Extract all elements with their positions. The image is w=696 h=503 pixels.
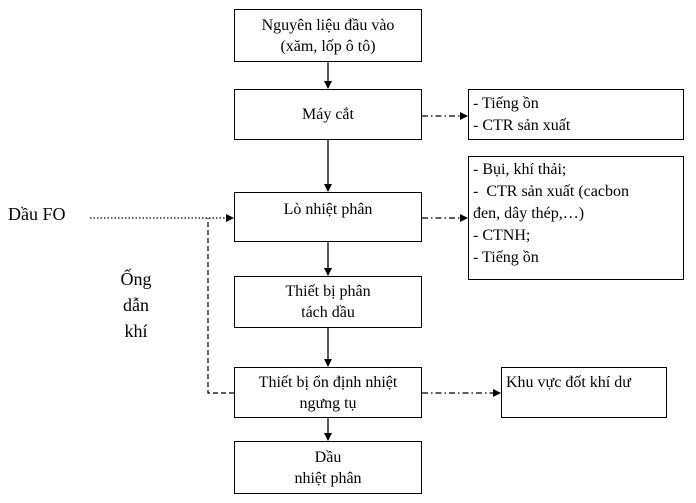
box-thermal-stabilizer: Thiết bị ổn định nhiệt ngưng tụ — [234, 367, 422, 418]
label-fuel-oil: Dầu FO — [8, 204, 66, 224]
cutter-waste-item: - Tiếng ồn — [473, 94, 539, 112]
box-stabilizer-line-1: Thiết bị ổn định nhiệt — [258, 373, 398, 391]
side-box-cutter-waste: - Tiếng ồn - CTR sản xuất — [468, 89, 684, 140]
box-pyrolysis-oil: Dầu nhiệt phân — [234, 441, 422, 494]
burn-area-label: Khu vực đốt khí dư — [506, 374, 631, 391]
gas-pipe-line-2: dẫn — [123, 295, 149, 315]
box-cutter: Máy cắt — [234, 89, 422, 140]
furnace-waste-item: đen, dây thép,…) — [473, 205, 585, 222]
box-cutter-label: Máy cắt — [302, 106, 354, 123]
gas-pipe-line — [207, 218, 234, 394]
furnace-waste-item: - CTNH; — [473, 227, 531, 244]
cutter-waste-item: - CTR sản xuất — [473, 116, 571, 134]
gas-pipe-line-1: Ống — [120, 269, 152, 289]
box-input-materials: Nguyên liệu đầu vào (xăm, lốp ô tô) — [234, 9, 422, 62]
furnace-waste-item: - Bụi, khí thải; — [473, 161, 567, 178]
furnace-waste-item: - Tiếng ồn — [473, 249, 539, 266]
box-furnace-label: Lò nhiệt phân — [283, 201, 373, 218]
gas-pipe-line-3: khí — [124, 321, 148, 341]
box-product-line-2: nhiệt phân — [294, 469, 362, 487]
side-box-furnace-waste: - Bụi, khí thải; - CTR sản xuất (cacbon … — [468, 156, 684, 280]
box-separator-line-1: Thiết bị phân — [285, 283, 371, 300]
label-gas-pipe: Ống dẫn khí — [112, 266, 160, 344]
box-stabilizer-line-2: ngưng tụ — [299, 394, 357, 412]
side-box-burn-area: Khu vực đốt khí dư — [501, 367, 667, 418]
box-product-line-1: Dầu — [314, 448, 342, 466]
box-input-line-2: (xăm, lốp ô tô) — [280, 37, 376, 55]
box-separator-line-2: tách dầu — [301, 304, 355, 321]
box-pyrolysis-furnace: Lò nhiệt phân — [234, 192, 422, 242]
box-oil-separator: Thiết bị phân tách dầu — [234, 276, 422, 328]
box-input-line-1: Nguyên liệu đầu vào — [261, 16, 395, 34]
furnace-waste-item: - CTR sản xuất (cacbon — [473, 183, 629, 200]
